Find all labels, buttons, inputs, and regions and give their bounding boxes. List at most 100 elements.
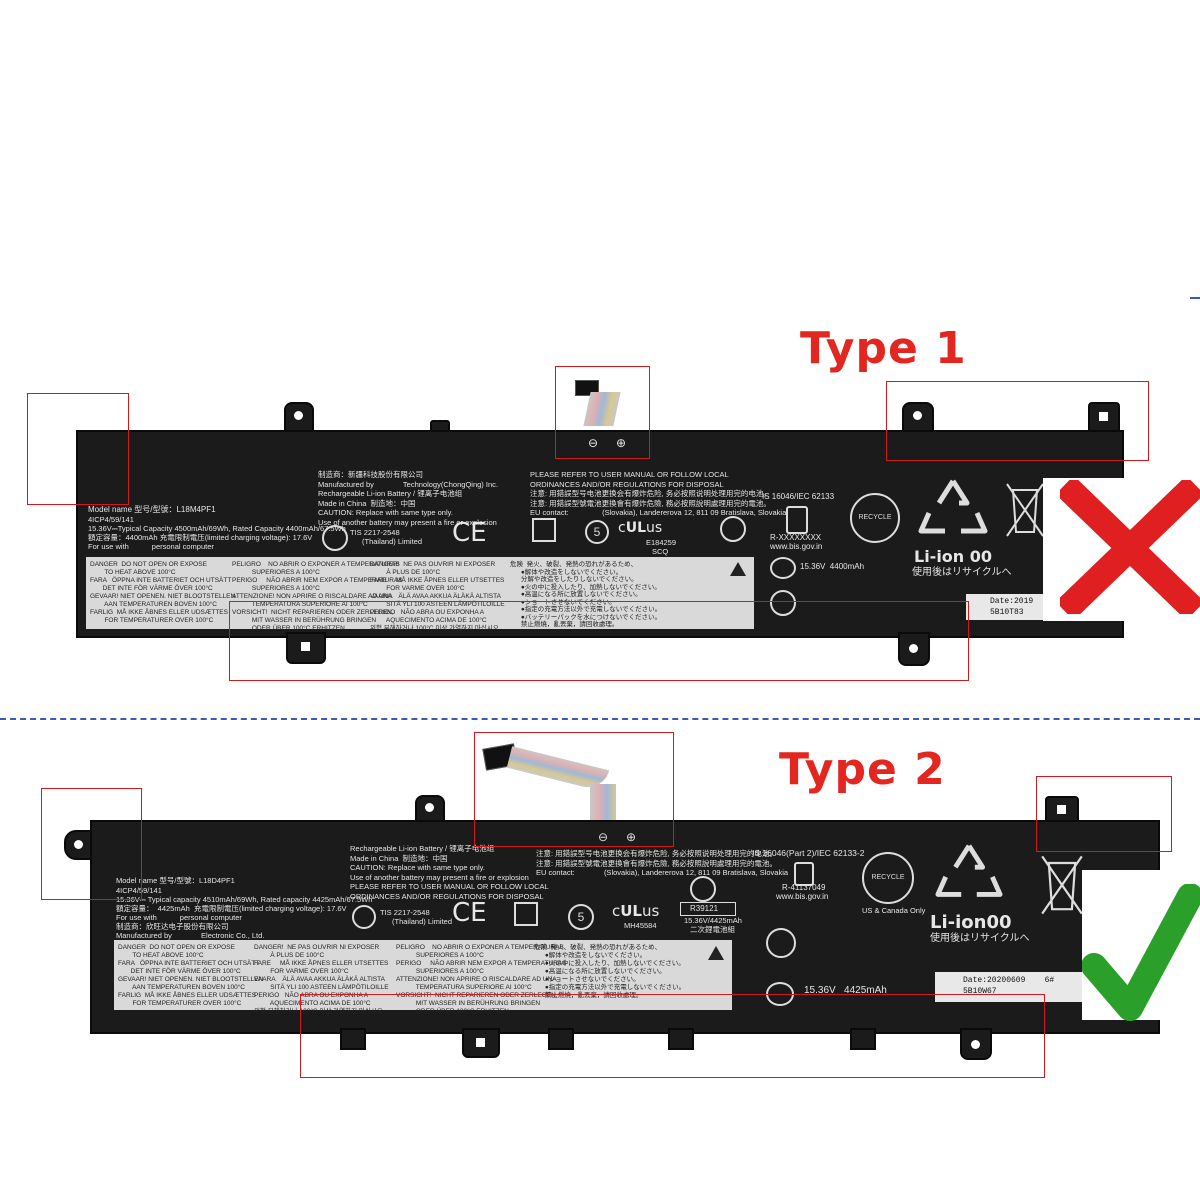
type1-li-ion: Li-ion 00 <box>914 547 993 566</box>
type1-5-icon: 5 <box>585 520 609 544</box>
type2-bis-r: R-41137049 <box>782 883 826 892</box>
type2-model: L18D4PF1 <box>198 876 235 885</box>
type2-bis-url: www.bis.gov.in <box>776 892 829 901</box>
type1-pse-text: 15.36V 4400mAh <box>800 562 865 571</box>
type1-model: L18M4PF1 <box>176 505 216 514</box>
type1-spec-1: 4ICP4/59/141 <box>88 515 134 524</box>
top-edge-mark <box>1190 297 1200 299</box>
type1-r-code: R-XXXXXXXX <box>770 533 822 542</box>
type2-spec-4: For use with personal computer <box>116 913 242 922</box>
type2-jp-note: 使用後はリサイクルへ <box>930 933 1030 944</box>
type2-maker-lines: Rechargeable Li-ion Battery / 锂离子电池组 Mad… <box>350 844 549 901</box>
type1-scq: SCQ <box>652 547 669 556</box>
type2-bis-icon <box>794 862 814 886</box>
type2-globe-icon <box>690 876 716 902</box>
type2-highlight-connector <box>474 732 674 847</box>
type1-highlight-left-edge <box>27 393 129 505</box>
type1-connector <box>575 380 625 432</box>
type1-highlight-right-tabs <box>886 381 1149 461</box>
type2-warn-jp: 危険 発火、破裂、発熱の恐れがあるため、 ●解体や改造をしないでください。 ●火… <box>534 944 686 999</box>
type2-model-line: Model name 型号/型號：L18D4PF1 <box>116 876 235 885</box>
type2-warn-mid: DANGER! NE PAS OUVRIR NI EXPOSER À PLUS … <box>254 944 389 1015</box>
type1-weee-bin-icon <box>1006 483 1044 537</box>
type2-warn-left: DANGER DO NOT OPEN OR EXPOSE TO HEAT ABO… <box>118 944 264 1007</box>
type2-ce-mark: CE <box>452 898 487 928</box>
type1-spec-4: For use with personal computer <box>88 542 214 551</box>
type2-5-icon: 5 <box>568 904 594 930</box>
type2-date-suffix: 6# <box>1044 976 1055 985</box>
type2-date-sticker: Date:20200609 6# 5B10W67 <box>935 972 1085 1002</box>
type2-title: Type 2 <box>779 744 946 795</box>
type1-highlight-bottom-tabs <box>229 601 969 681</box>
type1-globe-icon <box>720 516 746 542</box>
type2-warning-panel: DANGER DO NOT OPEN OR EXPOSE TO HEAT ABO… <box>114 940 732 1015</box>
type1-date-sticker: Date:2019 5B10T83 <box>966 594 1046 620</box>
type1-warn-jp: 危険 発火、破裂、発熱の恐れがあるため、 ●解体や改造をしないでください。 分解… <box>510 561 662 628</box>
type2-ul-mark: cULus <box>612 902 660 920</box>
type2-highlight-right-tab <box>1036 776 1172 852</box>
type1-e-number: E184259 <box>646 538 677 547</box>
type2-recycle-icon <box>935 844 1003 897</box>
type1-recycle-icon <box>918 479 988 534</box>
type2-r-box <box>680 902 736 916</box>
type1-plus-icon: ⊕ <box>616 436 627 450</box>
type2-refer-lines: 注意: 用錯誤型号电池更换会有爆炸危险, 务必按照说明处理用完的电池。 注意: … <box>536 849 789 877</box>
type2-spec-5: 制造商：欣旺达电子股份有限公司 <box>116 922 229 931</box>
type2-bottom-tab-1 <box>340 1028 366 1050</box>
type2-plus-icon: ⊕ <box>626 830 637 844</box>
type1-warning-panel: DANGER DO NOT OPEN OR EXPOSE TO HEAT ABO… <box>86 557 754 632</box>
type1-ul-mark: cULus <box>618 520 663 536</box>
type2-recycle-seal: RECYCLE <box>862 852 914 904</box>
type1-serial: 5B10T83 <box>990 608 1024 617</box>
type2-connector <box>478 743 648 824</box>
type2-bottom-tab-3 <box>548 1028 574 1050</box>
type1-kc-icon <box>770 590 796 616</box>
type2-warn-right: PELIGRO NO ABRIR O EXPONER A TEMPERATURA… <box>396 944 567 1015</box>
section-divider <box>0 718 1200 720</box>
type2-date: Date:20200609 6# <box>963 976 1055 985</box>
type2-pse-text: 15.36V 4425mAh <box>804 985 887 996</box>
type1-maker-lines: 制造商：新疆科技股份有限公司 Manufactured by Technolog… <box>318 470 498 527</box>
type1-title: Type 1 <box>800 323 967 374</box>
type1-recycle-cn-icon <box>532 518 556 542</box>
type1-date: Date:2019 <box>990 597 1034 606</box>
type2-bottom-tab-5 <box>850 1028 876 1050</box>
type2-mh-number: MH45584 <box>624 921 657 930</box>
type2-highlight-left-edge <box>41 788 142 900</box>
type2-highlight-bottom-tabs <box>300 994 1045 1078</box>
type2-serial: 5B10W67 <box>963 987 997 996</box>
type2-bottom-tab-6 <box>960 1028 992 1060</box>
type1-cross-icon <box>1060 480 1200 614</box>
type1-warn-right: DANGER! NE PAS OUVRIR NI EXPOSER À PLUS … <box>370 561 505 632</box>
type1-model-line: Model name 型号/型號：L18M4PF1 <box>88 505 216 514</box>
type1-is-std: IS 16046/IEC 62133 <box>762 492 835 501</box>
type2-us-canada: US & Canada Only <box>862 906 926 915</box>
type1-spec-3: 額定容量：4400mAh 充電限制電压(limited charging vol… <box>88 533 313 542</box>
type2-r-sub2: 二次鋰電池組 <box>690 925 735 934</box>
type2-kc-icon <box>766 928 796 958</box>
type1-warn-left: DANGER DO NOT OPEN OR EXPOSE TO HEAT ABO… <box>90 561 236 624</box>
type1-warn-mid: PELIGRO NO ABRIR O EXPONER A TEMPERATURA… <box>232 561 403 632</box>
type2-tis: TIS 2217-2548 <box>380 908 430 917</box>
type1-refer-lines: PLEASE REFER TO USER MANUAL OR FOLLOW LO… <box>530 470 787 517</box>
type1-warning-triangle-icon <box>730 562 746 576</box>
type1-bis-url: www.bis.gov.in <box>770 542 823 551</box>
type1-ce-mark: CE <box>452 518 487 548</box>
type1-bottom-tab-right <box>898 632 930 666</box>
type2-check-icon <box>1082 884 1200 1021</box>
type1-bis-icon <box>786 506 808 534</box>
type2-spec-6: Manufactured by Electronic Co., Ltd. <box>116 931 265 940</box>
type2-bottom-tab-4 <box>668 1028 694 1050</box>
type2-spec-3: 額定容量： 4425mAh 充電限制電压(limited charging vo… <box>116 904 347 913</box>
type1-minus-icon: ⊖ <box>588 436 599 450</box>
type1-tis: TIS 2217-2548 <box>350 528 400 537</box>
type1-pse-icon <box>770 557 796 579</box>
type2-spec-1: 4ICP4/59/141 <box>116 886 162 895</box>
type1-bottom-tab-left <box>286 632 326 664</box>
type2-is-std: IS 16046(Part 2)/IEC 62133-2 <box>752 848 865 858</box>
type2-tis-icon <box>352 905 376 929</box>
type1-recycle-seal: RECYCLE <box>850 493 900 543</box>
type1-jp-note: 使用後はリサイクルへ <box>912 567 1012 578</box>
type2-r-sub: 15.36V/4425mAh <box>684 916 742 925</box>
type2-recycle-cn-icon <box>514 902 538 926</box>
